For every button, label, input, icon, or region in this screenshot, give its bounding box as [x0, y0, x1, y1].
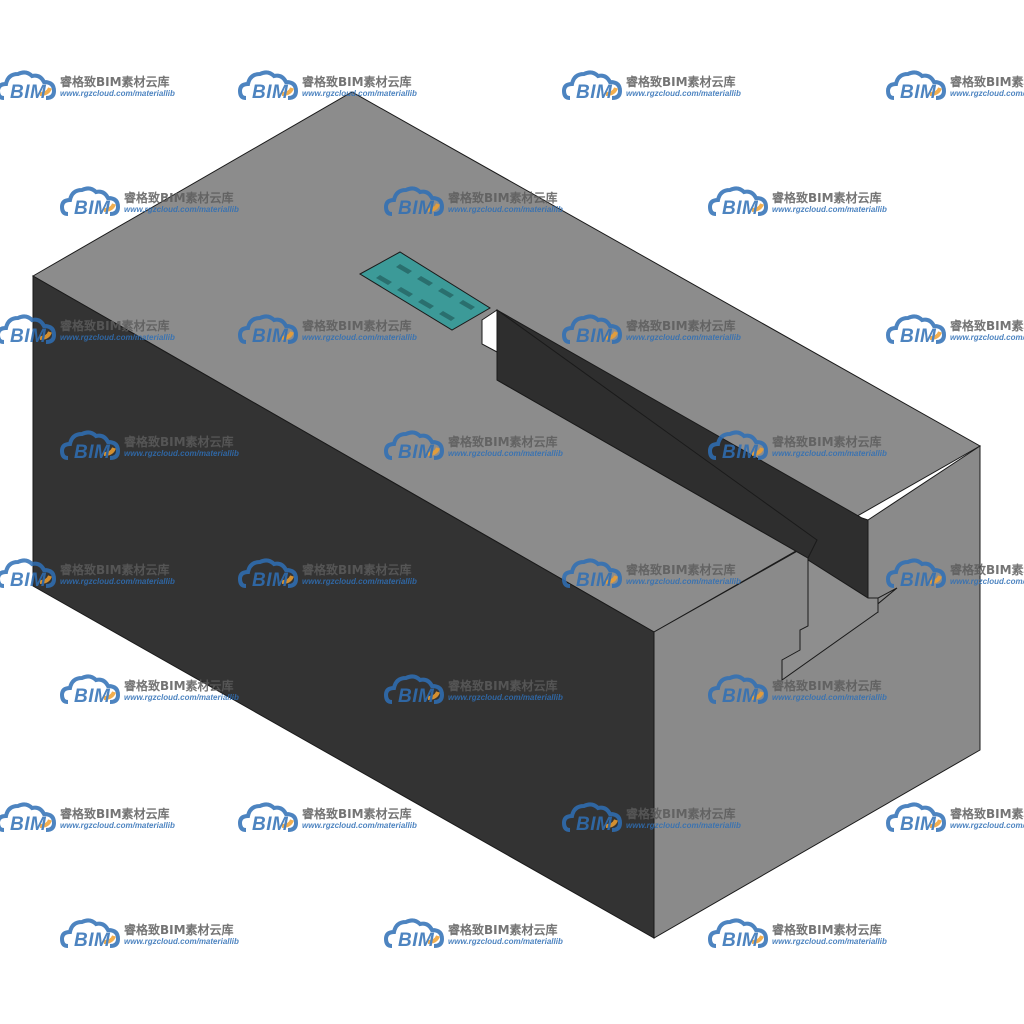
channel-near-wall: [496, 309, 818, 559]
grate-slot: [417, 276, 433, 286]
grate-slot: [438, 288, 454, 298]
channel-cross-section: [781, 559, 879, 681]
grate-slot: [397, 287, 413, 297]
grate-slots: [376, 264, 475, 321]
grate-slot: [439, 311, 455, 321]
slot-opening: [481, 309, 498, 353]
grate-slot: [459, 300, 475, 310]
grate-slot: [376, 275, 392, 285]
drain-grate: [359, 251, 491, 331]
grate-slot: [418, 299, 434, 309]
grate-slot: [396, 264, 412, 274]
